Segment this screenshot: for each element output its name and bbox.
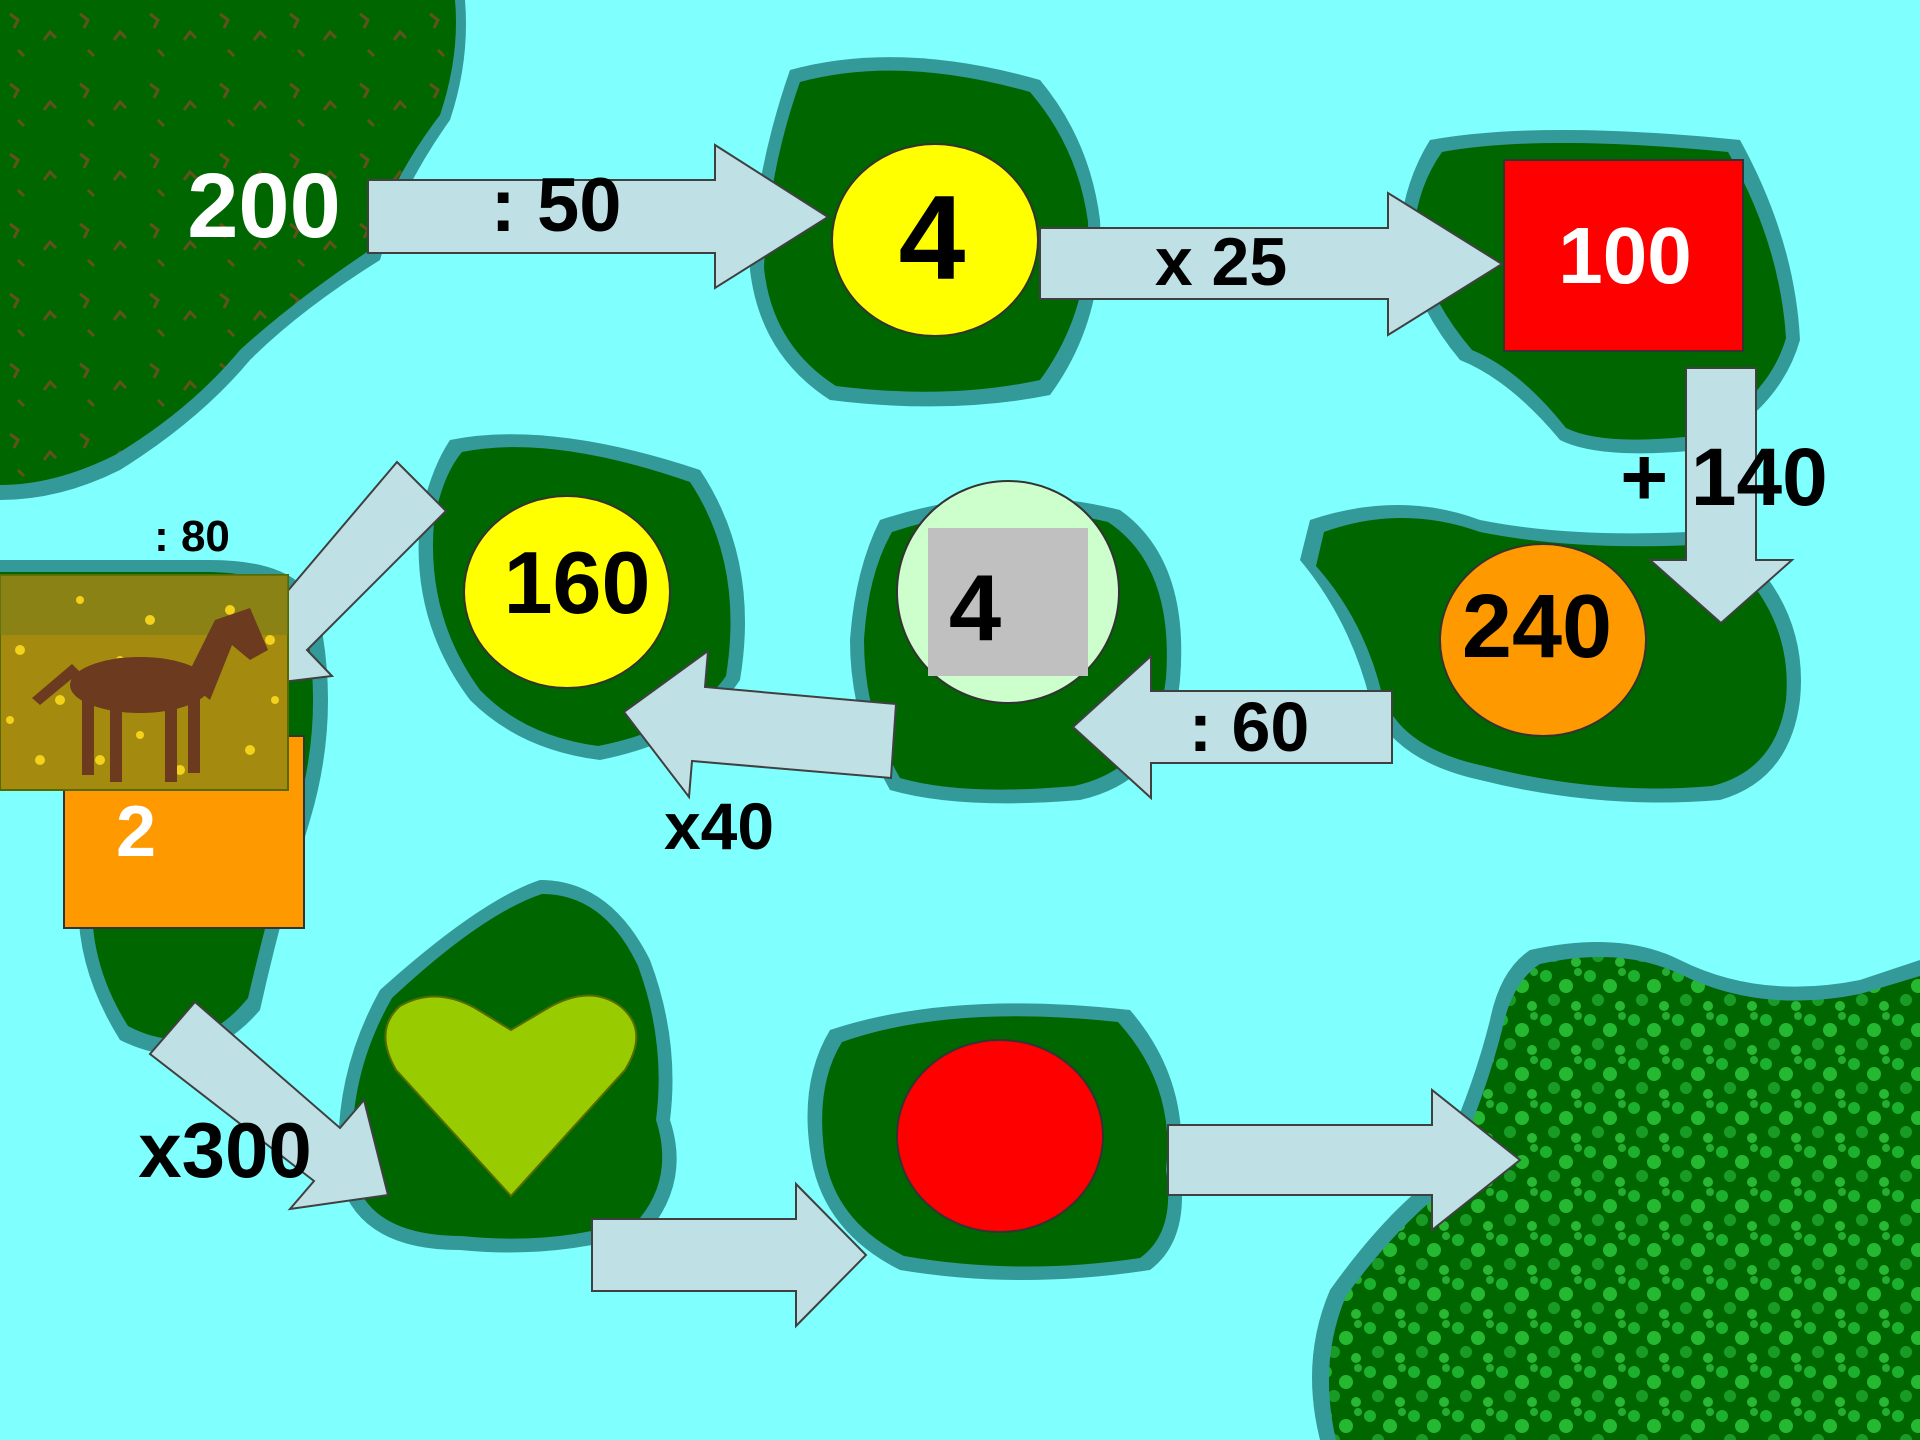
step-2-op: x 25 [1155, 228, 1287, 296]
step-4-op: : 60 [1189, 692, 1310, 762]
start-value: 200 [187, 160, 341, 252]
step-5-result: 160 [504, 539, 651, 627]
result-circle-red[interactable] [897, 1040, 1103, 1232]
step-2-result: 100 [1558, 216, 1691, 296]
step-4-result: 4 [949, 561, 1001, 655]
foal-picture[interactable] [0, 575, 288, 790]
step-1-result: 4 [899, 178, 966, 298]
step-3-op: + 140 [1620, 437, 1827, 519]
step-7-op: x300 [138, 1111, 312, 1189]
step-6-result: 2 [116, 796, 156, 868]
step-3-result: 240 [1462, 582, 1612, 672]
step-6-op: : 80 [154, 515, 230, 559]
step-5-op: x40 [664, 793, 774, 859]
step-1-op: : 50 [491, 168, 622, 244]
